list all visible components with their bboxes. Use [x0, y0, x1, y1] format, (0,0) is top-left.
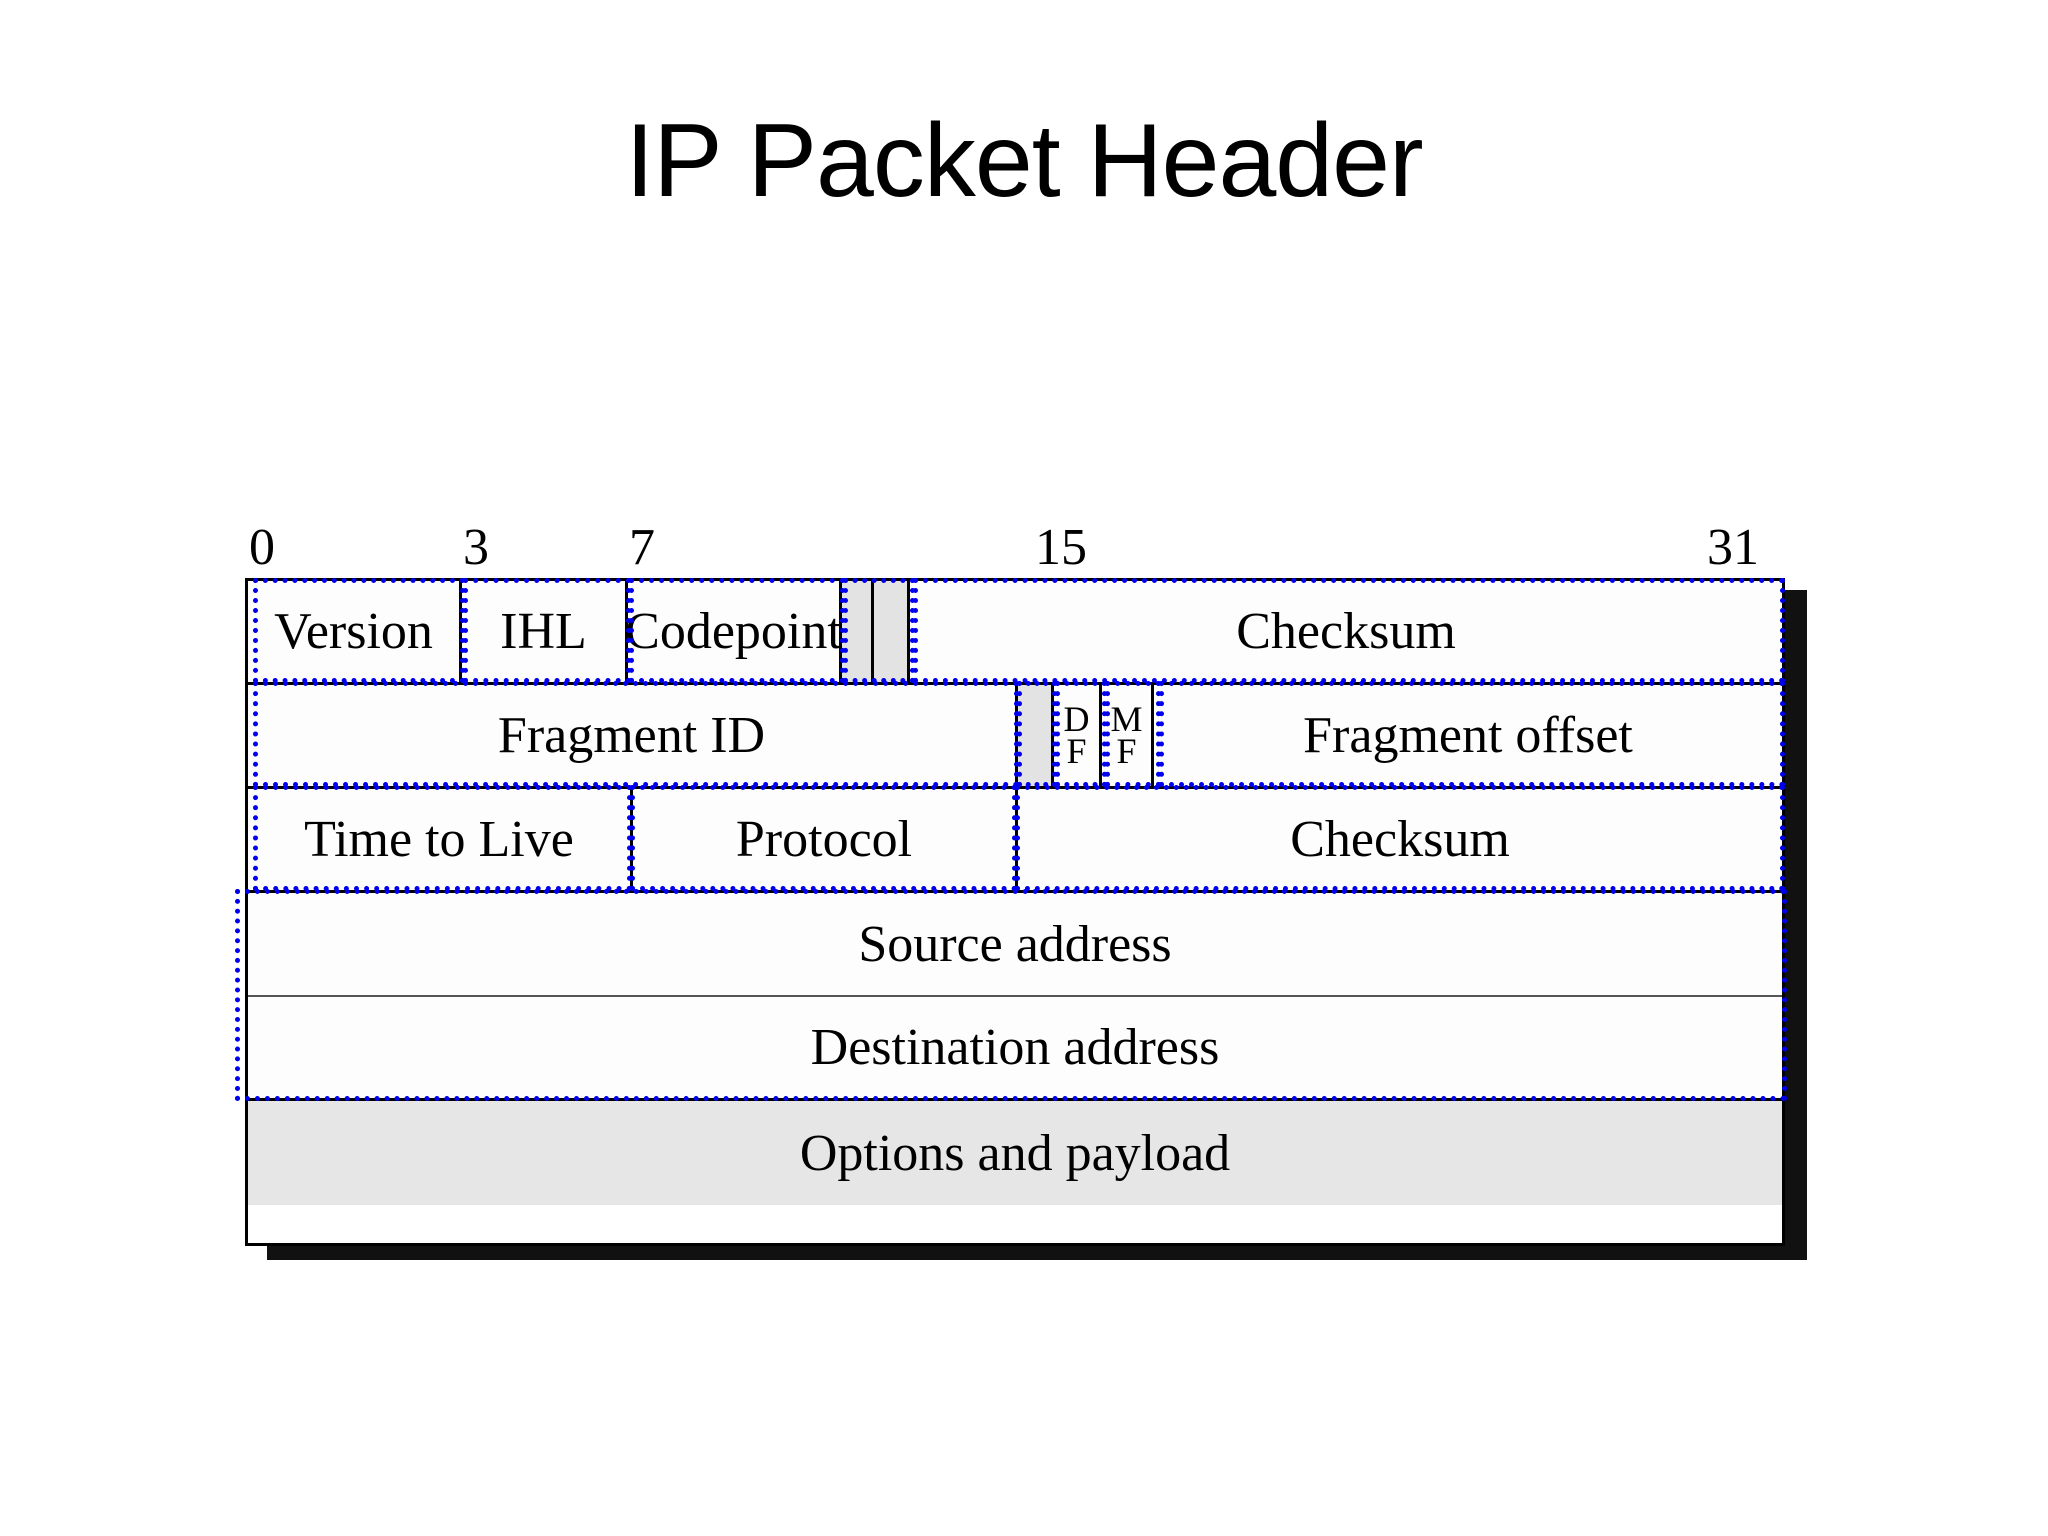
bit-label-15: 15 — [1035, 519, 1087, 576]
field-ihl[interactable]: IHL — [462, 581, 628, 682]
field-version[interactable]: Version — [248, 581, 462, 682]
field-df-flag-line1: D — [1063, 698, 1090, 739]
field-codepoint[interactable]: Codepoint — [628, 581, 842, 682]
field-df-flag-line2: F — [1066, 730, 1087, 771]
field-fragment-offset[interactable]: Fragment offset — [1154, 685, 1782, 786]
table-row: Source address — [248, 893, 1782, 997]
field-source-address[interactable]: Source address — [248, 893, 1782, 995]
bit-label-3: 3 — [463, 519, 489, 576]
field-checksum-row1[interactable]: Checksum — [910, 581, 1782, 682]
field-options-and-payload[interactable]: Options and payload — [248, 1101, 1782, 1205]
field-mf-flag-line2: F — [1116, 730, 1137, 771]
ip-header-field-table: Version IHL Codepoint Checksum Fragment … — [245, 578, 1785, 1246]
field-reserved-bit[interactable] — [1018, 685, 1054, 786]
bit-position-ruler: 0 3 7 15 31 — [245, 520, 1785, 576]
field-ecn-bit-2[interactable] — [874, 581, 910, 682]
ip-packet-header-diagram: 0 3 7 15 31 Version IHL Codepoint Checks… — [235, 520, 1825, 1260]
table-row: Fragment ID D F M F Fragment offset — [248, 685, 1782, 789]
table-row: Version IHL Codepoint Checksum — [248, 581, 1782, 685]
field-df-flag[interactable]: D F — [1054, 685, 1102, 786]
field-mf-flag[interactable]: M F — [1102, 685, 1154, 786]
table-row: Options and payload — [248, 1101, 1782, 1205]
field-protocol[interactable]: Protocol — [633, 789, 1018, 890]
field-destination-address[interactable]: Destination address — [248, 997, 1782, 1098]
table-row: Time to Live Protocol Checksum — [248, 789, 1782, 893]
field-time-to-live[interactable]: Time to Live — [248, 789, 633, 890]
bit-label-0: 0 — [249, 519, 275, 576]
bit-label-31: 31 — [1707, 519, 1759, 576]
page-title: IP Packet Header — [625, 103, 1423, 219]
field-checksum-row3[interactable]: Checksum — [1018, 789, 1782, 890]
field-ecn-bit-1[interactable] — [842, 581, 874, 682]
field-mf-flag-line1: M — [1110, 698, 1143, 739]
table-row: Destination address — [248, 997, 1782, 1101]
bit-label-7: 7 — [629, 519, 655, 576]
field-fragment-id[interactable]: Fragment ID — [248, 685, 1018, 786]
